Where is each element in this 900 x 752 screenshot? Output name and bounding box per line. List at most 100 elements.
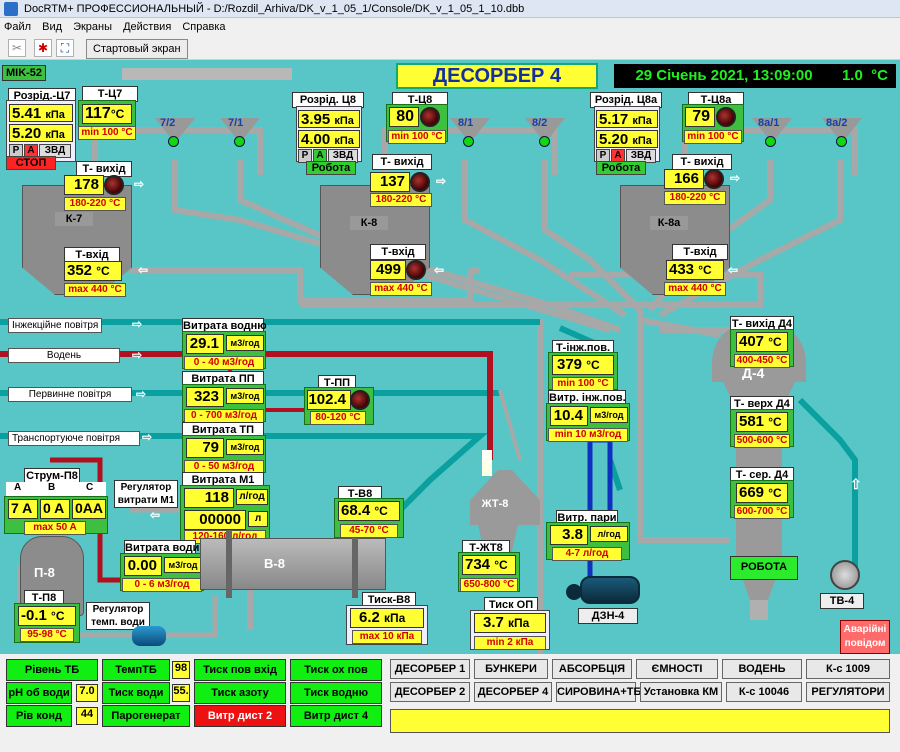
menu-actions[interactable]: Действия <box>123 21 172 33</box>
menu-bar: Файл Вид Экраны Действия Справка <box>0 18 900 36</box>
k8a-tin-unit: °C <box>698 263 712 277</box>
k7-tout-knob[interactable] <box>104 175 124 195</box>
flow-m1-unit1: л/год <box>236 489 268 505</box>
p8-t-range: 95-98 °C <box>20 628 74 642</box>
status-cond-level[interactable]: Рів конд <box>6 705 72 727</box>
status-steam-gen[interactable]: Парогенерат <box>102 705 190 727</box>
k7-name: К-7 <box>55 212 93 226</box>
k8-p-button[interactable]: Р <box>298 149 312 163</box>
k8-valve-2[interactable] <box>539 136 550 147</box>
k8a-tc-knob[interactable] <box>716 107 736 127</box>
k7-tc-range: min 100 °C <box>78 126 136 140</box>
pipe-water-arrow: ⇨ <box>132 348 143 362</box>
status-air-in-pressure[interactable]: Тиск пов вхід <box>194 659 286 681</box>
p8-name: П-8 <box>34 565 55 580</box>
b8-t-range: 45-70 °C <box>340 524 398 538</box>
cut-icon[interactable]: ✂ <box>8 39 26 57</box>
nav-tanks[interactable]: ЄМНОСТІ <box>636 659 718 679</box>
nav-ks-10046[interactable]: К-с 10046 <box>726 682 802 702</box>
nav-regulators[interactable]: РЕГУЛЯТОРИ <box>806 682 890 702</box>
b8-p-label: Тиск-В8 <box>362 592 416 608</box>
nav-desorber-1[interactable]: ДЕСОРБЕР 1 <box>390 659 470 679</box>
k7-tout-range: 180-220 °C <box>64 197 126 211</box>
status-water-pressure[interactable]: Тиск води <box>102 682 170 704</box>
k7-tout: 178 <box>64 175 104 195</box>
fan-tv4-icon[interactable] <box>830 560 860 590</box>
menu-file[interactable]: Файл <box>4 21 32 33</box>
fit-icon[interactable]: ⛶ <box>56 39 74 57</box>
status-cond-level-value: 44 <box>76 707 98 725</box>
k8-tin-label: Т-вхід <box>370 244 426 260</box>
p8-phase-c: C <box>86 482 94 493</box>
d4-tmid-unit: °C <box>768 486 782 500</box>
k7-rozr2-unit: кПа <box>45 129 65 141</box>
k7-tc-unit: °C <box>110 107 125 121</box>
k8-rozr1: 3.95 кПа <box>298 110 360 128</box>
k8-valve-1[interactable] <box>463 136 474 147</box>
nav-bunkers[interactable]: БУНКЕРИ <box>474 659 548 679</box>
status-ph-value: 7.0 <box>76 684 98 702</box>
run-icon[interactable]: ✱ <box>34 39 52 57</box>
p8-cur-b: 0 A <box>40 499 70 519</box>
nav-raw-tb[interactable]: СИРОВИНА+ТБ <box>556 682 641 702</box>
tpp-value: 102.4 <box>307 390 351 410</box>
p8-cur-a-value: 7 <box>11 500 19 516</box>
start-screen-button[interactable]: Стартовый экран <box>86 39 188 59</box>
pipe-transport-arrow: ⇨ <box>142 430 153 444</box>
status-tb-temp[interactable]: ТемпТБ <box>102 659 170 681</box>
k7-valve-1[interactable] <box>168 136 179 147</box>
flow-water-range: 0 - 40 м3/год <box>184 356 264 370</box>
pipe-transport-label: Транспортуюче повітря <box>8 431 140 446</box>
k7-a-button[interactable]: А <box>24 144 38 158</box>
d4-tout-value: 407 <box>739 333 765 350</box>
flow-water-value: 29.1 <box>186 334 224 354</box>
nav-ks-1009[interactable]: К-с 1009 <box>806 659 890 679</box>
tinj-unit: °C <box>586 358 600 372</box>
k8-tin-knob[interactable] <box>406 260 426 280</box>
nav-absorption[interactable]: АБСОРБЦІЯ <box>552 659 632 679</box>
d4-state: РОБОТА <box>730 556 798 580</box>
p8-t-value: -0.1 <box>21 607 47 624</box>
k8-tout-knob[interactable] <box>410 172 430 192</box>
tpp-knob[interactable] <box>350 390 370 410</box>
k7-f2: 7/1 <box>228 117 244 129</box>
menu-screens[interactable]: Экраны <box>73 21 113 33</box>
k8-tc-range: min 100 °C <box>388 130 446 144</box>
status-dist2-flow[interactable]: Витр дист 2 <box>194 705 286 727</box>
k7-valve-2[interactable] <box>234 136 245 147</box>
tinj-value: 379 °C <box>552 355 614 375</box>
menu-help[interactable]: Справка <box>182 21 226 33</box>
alarm-button[interactable]: Аварійні повідом <box>840 620 890 654</box>
pipe-inject-arrow: ⇨ <box>132 317 143 331</box>
k8-tout: 137 <box>370 172 410 192</box>
k8-state: Робота <box>306 161 356 175</box>
p8-cur-b-unit: A <box>54 500 65 516</box>
status-cool-air-pressure[interactable]: Тиск ох пов <box>290 659 382 681</box>
status-tb-level[interactable]: Рівень ТБ <box>6 659 98 681</box>
nav-hydrogen[interactable]: ВОДЕНЬ <box>722 659 802 679</box>
menu-view[interactable]: Вид <box>42 21 63 33</box>
flow-tp-value: 79 <box>186 438 224 458</box>
nav-desorber-2[interactable]: ДЕСОРБЕР 2 <box>390 682 470 702</box>
status-hydrogen-pressure[interactable]: Тиск водню <box>290 682 382 704</box>
k8-tc-knob[interactable] <box>420 107 440 127</box>
pipe-primary-label: Первинне повітря <box>8 387 132 402</box>
nav-km-unit[interactable]: Установка КМ <box>640 682 722 702</box>
water-pump-icon[interactable] <box>132 626 166 646</box>
flow-m1-regulator[interactable]: Регулятор витрати М1 <box>114 480 178 508</box>
status-dist4-flow[interactable]: Витр дист 4 <box>290 705 382 727</box>
nav-desorber-4[interactable]: ДЕСОРБЕР 4 <box>474 682 552 702</box>
dzn-pump[interactable] <box>580 576 640 604</box>
k8-name: К-8 <box>350 216 388 230</box>
k8a-rozr2-unit: кПа <box>632 135 652 147</box>
k8a-valve-1[interactable] <box>765 136 776 147</box>
k8a-tout-knob[interactable] <box>704 169 724 189</box>
k7-tin-range: max 440 °C <box>64 283 126 297</box>
k8a-f1: 8а/1 <box>758 117 780 129</box>
status-nitrogen-pressure[interactable]: Тиск азоту <box>194 682 286 704</box>
status-ph[interactable]: рН об води <box>6 682 72 704</box>
p8-regulator[interactable]: Регулятор темп. води <box>86 602 150 630</box>
k8a-valve-2[interactable] <box>836 136 847 147</box>
ambient-temp: 1.0 °C <box>834 64 896 88</box>
pipe-primary-arrow: ⇨ <box>136 387 147 401</box>
